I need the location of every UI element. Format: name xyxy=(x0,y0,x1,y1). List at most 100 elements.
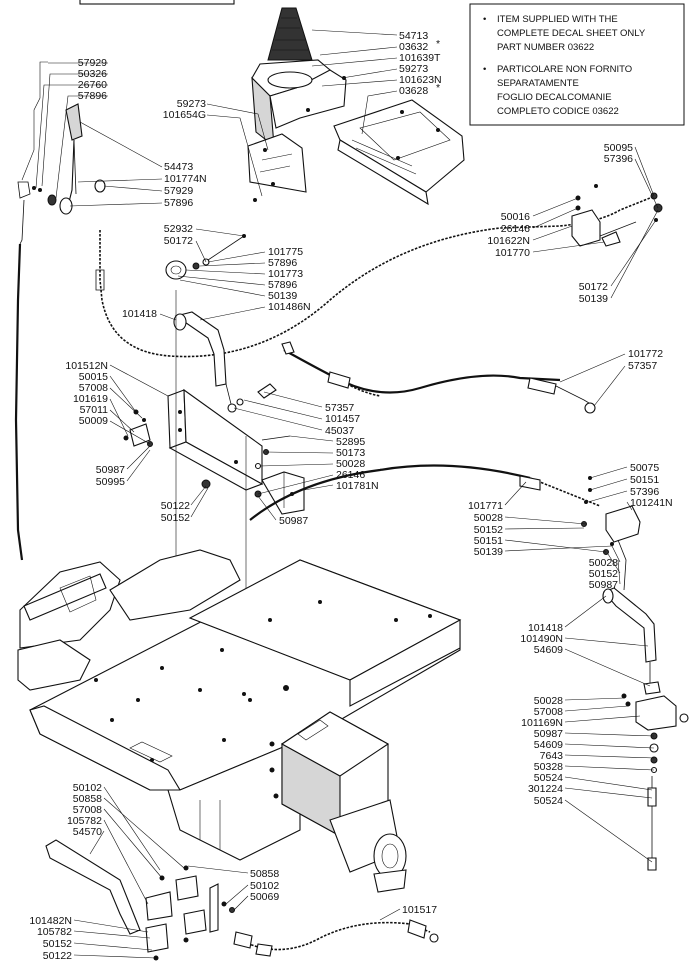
part-label: 101775 xyxy=(268,246,303,258)
part-label: 50524 xyxy=(534,772,563,784)
part-label: 50152 xyxy=(474,524,503,536)
part-label: 50151 xyxy=(474,535,503,547)
note-it-line-4: COMPLETO CODICE 03622 xyxy=(497,106,619,117)
part-label: 50122 xyxy=(161,500,190,512)
part-label: 101517 xyxy=(402,904,437,916)
part-label: 57008 xyxy=(73,804,102,816)
part-label: 57008 xyxy=(79,382,108,394)
part-label: 101418 xyxy=(528,622,563,634)
part-label: 101490N xyxy=(520,633,563,645)
part-label: 50028 xyxy=(336,458,365,470)
part-label: 50172 xyxy=(164,235,193,247)
lower-lever-assembly xyxy=(45,839,235,961)
part-label: 57011 xyxy=(80,404,109,416)
note-en-line-1: ITEM SUPPLIED WITH THE xyxy=(497,14,618,25)
floor-plate xyxy=(333,99,465,206)
part-label: 50028 xyxy=(534,695,563,707)
part-label: 54713 xyxy=(399,30,428,42)
part-label: 26760 xyxy=(78,79,107,91)
part-label: 50524 xyxy=(534,795,563,807)
part-label: 105782 xyxy=(37,926,72,938)
part-label: 59273 xyxy=(399,63,428,75)
cable-101771 xyxy=(249,464,531,521)
bracket-101781N xyxy=(201,471,305,515)
note-it-line-1: PARTICOLARE NON FORNITO xyxy=(497,64,632,75)
part-label: 50328 xyxy=(534,761,563,773)
part-label: 50858 xyxy=(73,793,102,805)
part-label: 50028 xyxy=(589,557,618,569)
part-label: 54609 xyxy=(534,644,563,656)
part-label: 50009 xyxy=(79,415,108,427)
part-label: 101622N xyxy=(487,235,530,247)
part-label: 26146 xyxy=(501,223,530,235)
part-label: 52895 xyxy=(336,436,365,448)
part-label: 57896 xyxy=(268,279,297,291)
part-label: 50173 xyxy=(336,447,365,459)
part-label: 57396 xyxy=(604,153,633,165)
part-label: 101169N xyxy=(521,717,563,729)
part-label: 50326 xyxy=(78,68,107,80)
svg-text:*: * xyxy=(436,82,440,94)
note-en-line-3: PART NUMBER 03622 xyxy=(497,42,594,53)
part-label: 101639T xyxy=(399,52,441,64)
svg-text:•: • xyxy=(483,14,486,25)
part-label: 105782 xyxy=(67,815,102,827)
shift-lever xyxy=(17,103,106,245)
part-label: 50987 xyxy=(96,464,125,476)
part-label: 54570 xyxy=(73,826,102,838)
part-label: 101486N xyxy=(268,301,311,313)
part-label: 50987 xyxy=(589,579,618,591)
part-label: 50139 xyxy=(474,546,503,558)
cable-101772 xyxy=(283,349,561,394)
note-en-line-2: COMPLETE DECAL SHEET ONLY xyxy=(497,28,646,39)
part-label: 26146 xyxy=(336,469,365,481)
part-label: 101482N xyxy=(29,915,72,927)
part-label: 57396 xyxy=(630,486,659,498)
svg-text:•: • xyxy=(483,64,486,75)
part-label: 50102 xyxy=(250,880,279,892)
cable-101517-ends xyxy=(233,919,439,957)
part-label: 101770 xyxy=(495,247,530,259)
part-label: 101772 xyxy=(628,348,663,360)
leader-lines xyxy=(35,29,659,959)
part-label: 57896 xyxy=(78,90,107,102)
part-label: 52932 xyxy=(164,223,193,235)
part-label: 03628 xyxy=(399,85,428,97)
part-label: 101512N xyxy=(65,360,108,372)
part-label: 59273 xyxy=(177,98,206,110)
lever-101418 xyxy=(173,311,277,413)
part-label: 03632 xyxy=(399,41,428,53)
note-it-line-2: SEPARATAMENTE xyxy=(497,78,579,89)
bracket-101622N xyxy=(571,184,663,247)
part-labels: 54713 03632 * 101639T 59273 101623N 0362… xyxy=(29,30,672,962)
part-label: 101241N xyxy=(630,497,673,509)
part-label: 45037 xyxy=(325,425,354,437)
part-label: 50172 xyxy=(579,281,608,293)
part-label: 101619 xyxy=(73,393,108,405)
part-label: 57896 xyxy=(268,257,297,269)
part-label: 57929 xyxy=(164,185,193,197)
part-label: 50987 xyxy=(534,728,563,740)
cable-101772-ends xyxy=(281,341,596,414)
part-label: 50122 xyxy=(43,950,72,962)
part-label: 50151 xyxy=(630,474,659,486)
part-label: 50139 xyxy=(268,290,297,302)
part-label: 50069 xyxy=(250,891,279,903)
part-label: 57929 xyxy=(78,57,107,69)
part-label: 50858 xyxy=(250,868,279,880)
part-label: 50016 xyxy=(501,211,530,223)
part-label: 50987 xyxy=(279,515,308,527)
lever-101418-lower xyxy=(602,587,689,871)
part-label: 50015 xyxy=(79,371,108,383)
part-label: 101654G xyxy=(163,109,206,121)
part-label: 54609 xyxy=(534,739,563,751)
part-label: 50152 xyxy=(161,512,190,524)
left-cable xyxy=(14,243,24,561)
part-label: 50152 xyxy=(43,938,72,950)
bracket-101512N xyxy=(123,388,291,491)
note-it-line-3: FOGLIO DECALCOMANIE xyxy=(497,92,612,103)
note-box: • ITEM SUPPLIED WITH THE COMPLETE DECAL … xyxy=(469,3,685,126)
part-label: 101774N xyxy=(164,173,207,185)
part-label: 57357 xyxy=(628,360,657,372)
